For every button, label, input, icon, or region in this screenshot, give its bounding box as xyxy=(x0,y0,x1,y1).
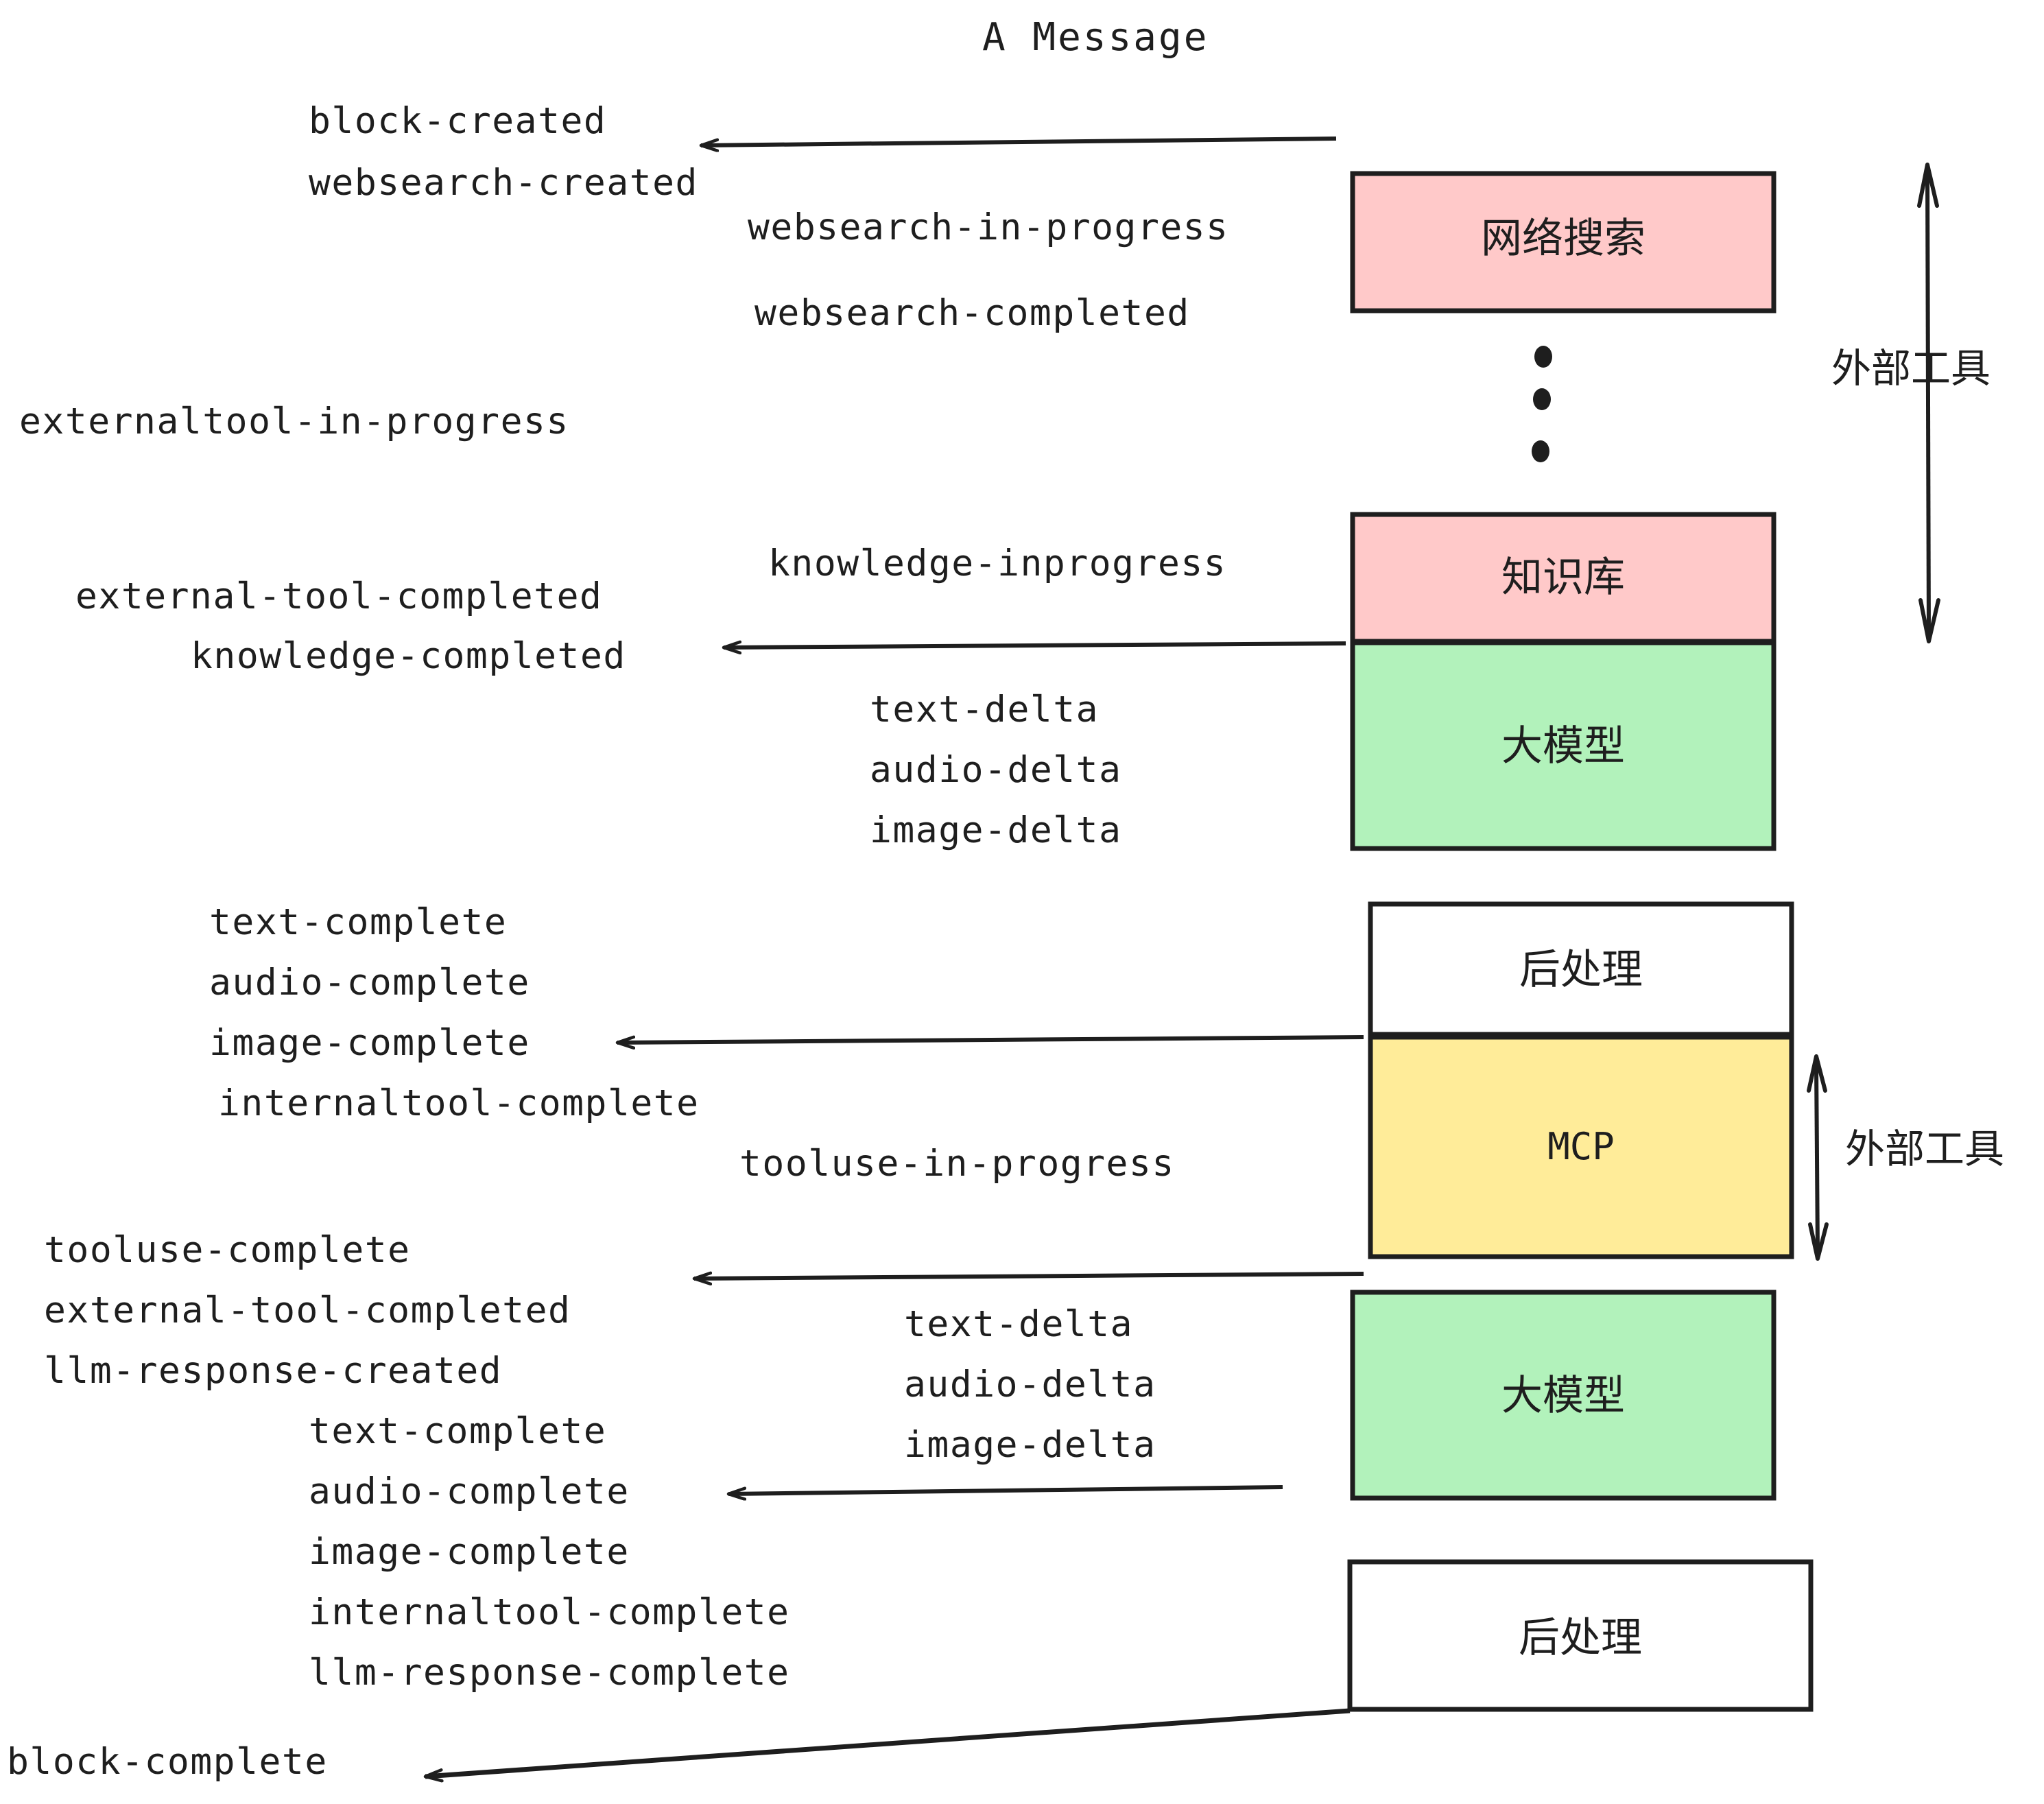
node-post-1[interactable]: 后处理 xyxy=(1368,901,1794,1037)
node-llm-2[interactable]: 大模型 xyxy=(1350,1290,1776,1501)
arrow-llm2-to-audio-complete xyxy=(728,1485,1283,1494)
external-tools-arrow-bottom xyxy=(1807,1054,1829,1261)
group-label-external-tools-top: 外部工具 xyxy=(1831,345,1991,392)
page-title: A Message xyxy=(982,15,1209,60)
event-label-image-delta-1: image-delta xyxy=(870,809,1122,851)
event-label-text-complete-2: text-complete xyxy=(309,1410,607,1452)
node-llm-2-rect xyxy=(1350,1290,1776,1501)
node-knowledge-rect xyxy=(1350,512,1776,644)
event-label-llm-response-created: llm-response-created xyxy=(44,1350,503,1392)
event-label-image-delta-2: image-delta xyxy=(904,1424,1156,1466)
node-post-1-label: 后处理 xyxy=(1519,946,1643,994)
event-label-websearch-completed: websearch-completed xyxy=(754,292,1190,334)
event-label-audio-complete-1: audio-complete xyxy=(209,962,530,1004)
event-label-text-complete-1: text-complete xyxy=(209,901,508,943)
node-llm-1[interactable]: 大模型 xyxy=(1350,640,1776,851)
node-llm-2-label: 大模型 xyxy=(1501,1372,1625,1420)
event-label-tooluse-complete: tooluse-complete xyxy=(44,1229,411,1271)
node-websearch-rect xyxy=(1350,171,1776,313)
event-label-external-tool-completed-1: external-tool-completed xyxy=(75,575,603,617)
event-label-knowledge-completed: knowledge-completed xyxy=(191,635,626,677)
node-mcp[interactable]: MCP xyxy=(1368,1034,1794,1259)
event-label-llm-response-complete: llm-response-complete xyxy=(309,1652,790,1694)
event-label-block-complete: block-complete xyxy=(7,1741,328,1783)
event-label-audio-delta-2: audio-delta xyxy=(904,1364,1156,1405)
event-label-internaltool-complete-2: internaltool-complete xyxy=(309,1591,790,1633)
node-mcp-label: MCP xyxy=(1547,1125,1615,1168)
event-label-externaltool-in-progress: externaltool-in-progress xyxy=(19,401,569,442)
node-websearch[interactable]: 网络搜索 xyxy=(1350,171,1776,313)
ellipsis-dots-icon xyxy=(1532,346,1552,462)
node-post-2[interactable]: 后处理 xyxy=(1347,1559,1814,1712)
external-tools-arrow-top xyxy=(1917,163,1940,643)
event-label-block-created: block-created xyxy=(309,100,607,142)
event-label-audio-delta-1: audio-delta xyxy=(870,749,1122,791)
event-label-audio-complete-2: audio-complete xyxy=(309,1471,630,1512)
node-post-2-label: 后处理 xyxy=(1519,1614,1642,1662)
event-label-tooluse-in-progress: tooluse-in-progress xyxy=(739,1143,1175,1185)
node-post-2-rect xyxy=(1347,1559,1814,1712)
event-label-image-complete-2: image-complete xyxy=(309,1531,630,1573)
node-post-1-rect xyxy=(1368,901,1794,1037)
arrow-mcp-to-tooluse-complete xyxy=(694,1274,1364,1279)
event-label-internaltool-complete-1: internaltool-complete xyxy=(218,1082,700,1124)
node-llm-1-rect xyxy=(1350,640,1776,851)
event-label-image-complete-1: image-complete xyxy=(209,1022,530,1064)
event-label-websearch-in-progress: websearch-in-progress xyxy=(748,206,1229,248)
arrow-websearch-to-created xyxy=(701,137,1337,145)
arrow-post1-to-image-complete xyxy=(617,1035,1364,1043)
node-websearch-label: 网络搜索 xyxy=(1481,215,1645,263)
event-label-knowledge-inprogress: knowledge-inprogress xyxy=(768,543,1227,584)
event-label-external-tool-completed-2: external-tool-completed xyxy=(44,1290,571,1331)
node-llm-1-label: 大模型 xyxy=(1501,722,1625,770)
arrow-llm1-to-knowledge-completed xyxy=(724,643,1346,648)
event-label-text-delta-1: text-delta xyxy=(870,689,1100,731)
event-label-websearch-created: websearch-created xyxy=(309,162,698,204)
node-knowledge-label: 知识库 xyxy=(1501,554,1625,602)
group-label-external-tools-bottom: 外部工具 xyxy=(1845,1126,2005,1172)
node-knowledge[interactable]: 知识库 xyxy=(1350,512,1776,644)
arrow-post2-to-block-complete xyxy=(425,1708,1351,1777)
event-label-text-delta-2: text-delta xyxy=(904,1303,1134,1345)
node-mcp-rect xyxy=(1368,1034,1794,1259)
